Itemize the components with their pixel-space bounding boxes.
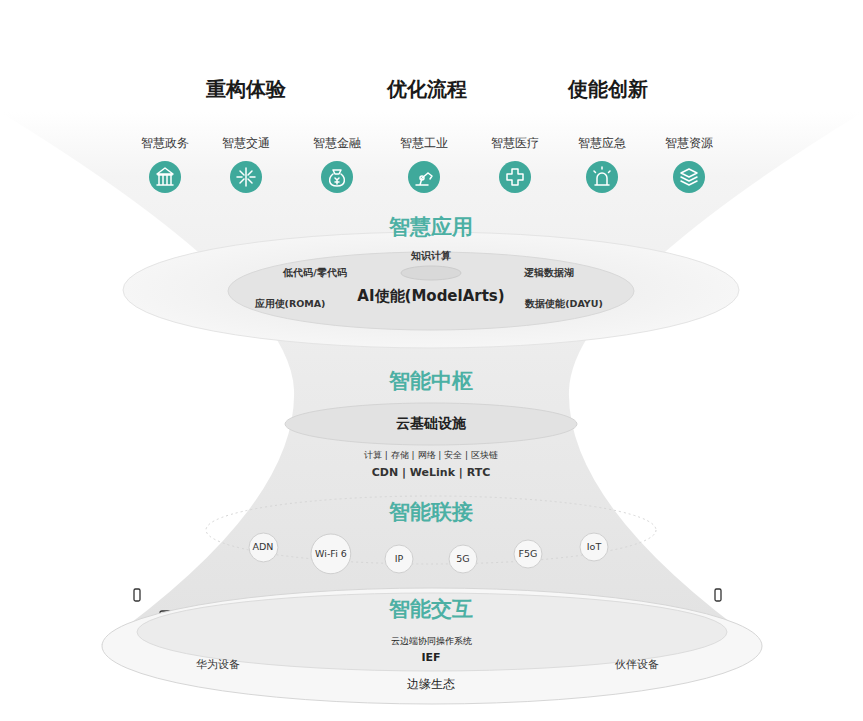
node-text: F5G bbox=[519, 549, 538, 560]
node-text: 智慧政务 bbox=[141, 137, 189, 151]
icon-glyph bbox=[157, 168, 173, 185]
enablement-layer: AI使能(ModelArts) 低代码/零代码 逻辑数据湖应用使(ROMA) 数据使能… bbox=[228, 252, 634, 330]
layer-title: 智能交互 bbox=[389, 597, 473, 621]
node-text: 智慧资源 bbox=[665, 137, 713, 151]
icon-glyph bbox=[594, 167, 610, 185]
connect-circle: ADN bbox=[248, 532, 279, 563]
scenario-icon-node: 智慧金融 bbox=[302, 134, 372, 196]
scenario-icon-node: 智慧政务 bbox=[130, 134, 200, 196]
base-inner-ellipse bbox=[137, 593, 727, 671]
app-layer-halo bbox=[123, 232, 739, 348]
scenario-icon-node: 智慧工业 bbox=[389, 134, 459, 196]
scenario-icon-node: 智慧应急 bbox=[567, 134, 637, 196]
layer-title: 智能中枢 bbox=[389, 369, 473, 393]
icon-glyph bbox=[416, 173, 432, 185]
circle-outline bbox=[514, 540, 542, 568]
icon-circle bbox=[230, 161, 262, 193]
scenario-icon bbox=[230, 161, 262, 193]
scenario-icon bbox=[586, 161, 618, 193]
icon-glyph bbox=[681, 169, 697, 185]
node-text: 智慧应急 bbox=[578, 137, 626, 151]
icon-glyph bbox=[330, 170, 345, 186]
node-text: 数据使能(DAYU) bbox=[525, 299, 603, 310]
node-text: IEF bbox=[421, 652, 440, 665]
icon-circle bbox=[408, 161, 440, 193]
scenario-icon bbox=[321, 161, 353, 193]
circle-outline bbox=[580, 533, 608, 561]
connect-ring bbox=[206, 496, 656, 564]
node-text: 智慧金融 bbox=[313, 137, 361, 151]
icon-circle bbox=[586, 161, 618, 193]
circle-outline bbox=[449, 545, 477, 573]
node-text: 智慧交通 bbox=[222, 137, 270, 151]
value-heading: 重构体验 bbox=[206, 78, 286, 101]
phone-icon bbox=[715, 589, 721, 601]
icon-circle bbox=[499, 161, 531, 193]
connect-circle: IoT bbox=[579, 532, 609, 562]
scenario-icon bbox=[408, 161, 440, 193]
connect-circle: 5G bbox=[448, 544, 478, 574]
icon-circle bbox=[321, 161, 353, 193]
node-text: 低代码/零代码 bbox=[283, 268, 346, 279]
node-text: 计算 | 存储 | 网络 | 安全 | 区块链 bbox=[364, 450, 498, 460]
cloud-infra-layer: 云基础设施计算 | 存储 | 网络 | 安全 | 区块链 CDN | WeLink… bbox=[281, 402, 581, 484]
node-text: AI使能(ModelArts) bbox=[357, 288, 504, 305]
node-text: 云基础设施 bbox=[396, 415, 466, 431]
node-text: 华为设备 bbox=[196, 659, 240, 672]
node-text: IoT bbox=[587, 542, 601, 553]
node-text: 智慧医疗 bbox=[491, 137, 539, 151]
node-text: 应用使(ROMA) bbox=[255, 299, 326, 310]
scenario-icon-node: 智慧资源 bbox=[654, 134, 724, 196]
scenario-icon-node: 智慧医疗 bbox=[480, 134, 550, 196]
circle-outline bbox=[249, 533, 278, 562]
connect-circle: F5G bbox=[513, 539, 543, 569]
value-heading: 使能创新 bbox=[568, 78, 648, 101]
icon-glyph bbox=[507, 169, 523, 185]
circle-outline bbox=[311, 534, 351, 574]
node-text: ADN bbox=[253, 542, 274, 553]
icon-circle bbox=[673, 161, 705, 193]
connect-circle: Wi-Fi 6 bbox=[310, 533, 352, 575]
connect-circle: IP bbox=[384, 544, 414, 574]
phone-icon bbox=[134, 589, 140, 601]
value-heading: 优化流程 bbox=[387, 78, 467, 101]
node-text: 伙伴设备 bbox=[615, 659, 659, 672]
scenario-icon bbox=[673, 161, 705, 193]
node-text: 5G bbox=[456, 554, 469, 565]
node-text: CDN | WeLink | RTC bbox=[372, 467, 490, 480]
scenario-icon bbox=[499, 161, 531, 193]
icon-glyph bbox=[237, 168, 255, 186]
node-text: Wi-Fi 6 bbox=[315, 549, 347, 560]
layer-ellipse bbox=[228, 252, 634, 330]
base-ellipse bbox=[102, 588, 762, 704]
node-text: 逻辑数据湖 bbox=[524, 268, 574, 279]
hourglass-body bbox=[0, 112, 863, 645]
node-text: 智慧工业 bbox=[400, 137, 448, 151]
scenario-icon-node: 智慧交通 bbox=[211, 134, 281, 196]
layer-title: 智能联接 bbox=[389, 500, 473, 524]
cloud-ellipse bbox=[285, 403, 577, 445]
inner-ellipse bbox=[401, 266, 461, 280]
node-text: 边缘生态 bbox=[407, 678, 455, 692]
scenario-icon bbox=[149, 161, 181, 193]
icon-circle bbox=[149, 161, 181, 193]
node-text: 知识计算 bbox=[411, 251, 451, 262]
knowledge-ellipse: 知识计算 bbox=[396, 248, 466, 282]
node-text: 云边端协同操作系统 bbox=[391, 636, 472, 646]
layer-title: 智慧应用 bbox=[389, 215, 473, 239]
node-text: IP bbox=[395, 554, 404, 565]
circle-outline bbox=[385, 545, 413, 573]
